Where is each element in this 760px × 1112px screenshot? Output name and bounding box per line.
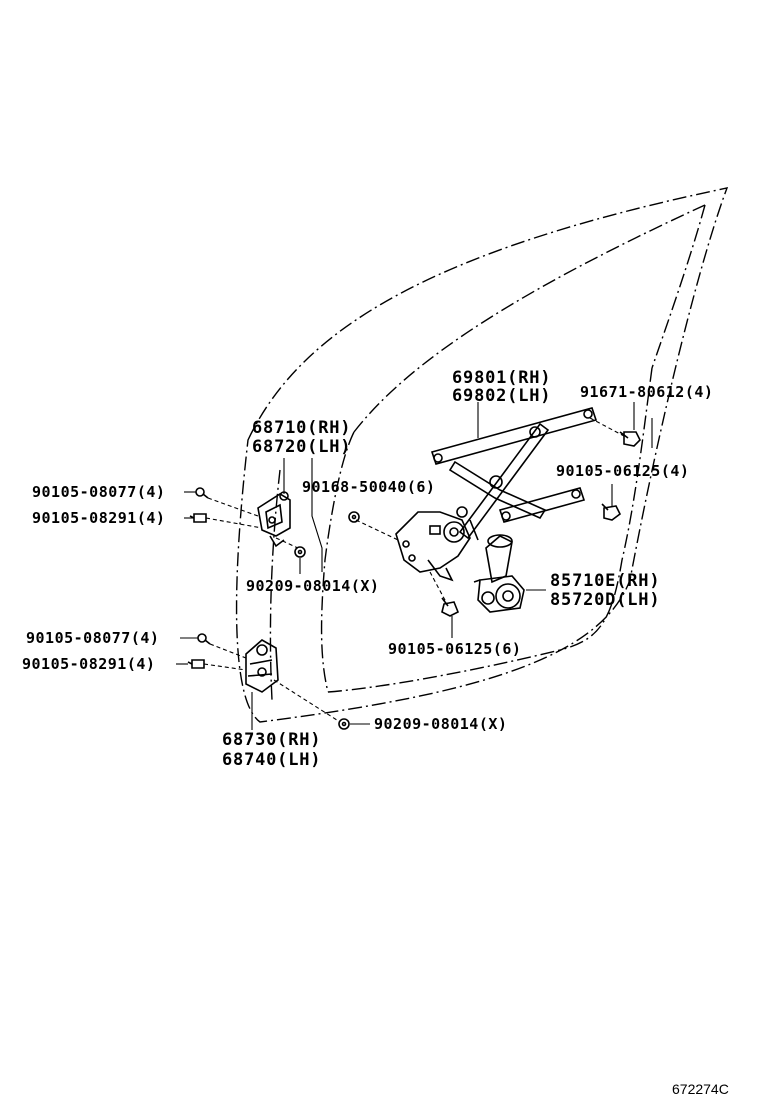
- label-screw-center: 90168-50040(6): [302, 478, 435, 496]
- label-washer-upper: 90209-08014(X): [246, 577, 379, 595]
- label-motor-rh: 85710E(RH): [550, 571, 660, 591]
- label-washer-lower: 90209-08014(X): [374, 715, 507, 733]
- label-bolt-top-right: 91671-80612(4): [580, 383, 713, 401]
- label-motor-lh: 85720D(LH): [550, 590, 660, 610]
- label-bolt-lower-b: 90105-08291(4): [22, 655, 155, 673]
- label-bolt-lower-center: 90105-06125(6): [388, 640, 521, 658]
- upper-hinge: [257, 491, 291, 548]
- bolt-lower-b-icon: [187, 659, 205, 669]
- label-bolt-right-mid: 90105-06125(4): [556, 462, 689, 480]
- catalog-code: 672274C: [672, 1081, 729, 1097]
- regulator-gear-plate: [395, 506, 471, 582]
- label-hinge-upper-rh: 68710(RH): [252, 418, 351, 438]
- label-hinge-upper-lh: 68720(LH): [252, 437, 351, 457]
- bolt-lower-a-icon: [197, 633, 211, 645]
- lower-hinge: [245, 639, 279, 693]
- label-regulator-lh: 69802(LH): [452, 386, 551, 406]
- window-motor: [473, 534, 525, 613]
- callout-labels: 69801(RH) 69802(LH) 91671-80612(4) 68710…: [22, 368, 713, 770]
- fasteners: [187, 431, 641, 730]
- bolt-right-mid-icon: [601, 503, 622, 521]
- window-regulator: [430, 407, 598, 541]
- label-bolt-upper-a: 90105-08077(4): [32, 483, 165, 501]
- washer-upper-icon: [294, 546, 306, 558]
- leader-lines: [176, 402, 653, 730]
- label-bolt-upper-b: 90105-08291(4): [32, 509, 165, 527]
- label-bolt-lower-a: 90105-08077(4): [26, 629, 159, 647]
- washer-lower-icon: [338, 718, 350, 730]
- screw-center-icon: [348, 511, 360, 523]
- label-hinge-lower-rh: 68730(RH): [222, 730, 321, 750]
- label-regulator-rh: 69801(RH): [452, 368, 551, 388]
- label-hinge-lower-lh: 68740(LH): [222, 750, 321, 770]
- bolt-top-right-icon: [619, 431, 641, 447]
- bolt-lower-center-icon: [441, 597, 460, 617]
- bolt-upper-a-icon: [195, 487, 209, 499]
